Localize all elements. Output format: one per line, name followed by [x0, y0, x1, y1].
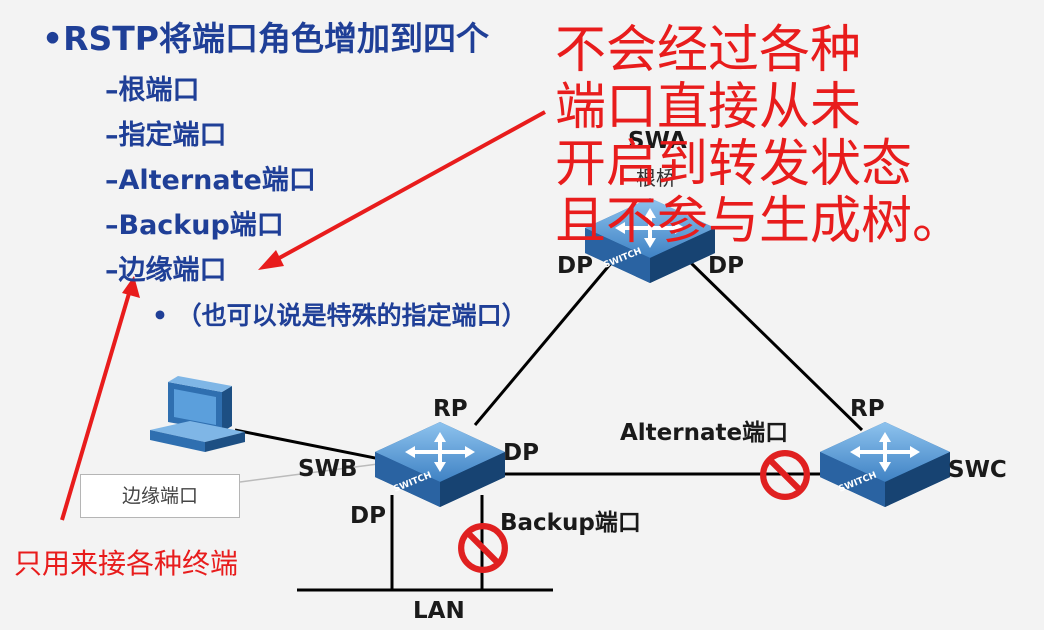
link-pc-swb [234, 428, 386, 462]
bullet-designated-port: –指定端口 [105, 120, 227, 151]
arrow-from-terminal-note [60, 276, 140, 521]
bullet-alternate-port: –Alternate端口 [105, 165, 316, 196]
bullet-root-port: –根端口 [105, 75, 200, 106]
swa-name-label: SWA [628, 128, 687, 154]
red-annotation-line-2: 端口直接从未 [555, 78, 862, 137]
link-swa-swc [688, 260, 864, 432]
link-swa-swb [473, 261, 614, 426]
pc-icon [150, 376, 245, 452]
edge-port-callout-box: 边缘端口 [80, 474, 240, 518]
slide-title: •RSTP将端口角色增加到四个 [42, 19, 489, 58]
arrow-to-edge-port [258, 110, 546, 270]
swb-name-label: SWB [298, 456, 358, 482]
switch-swc [820, 422, 950, 509]
bullet-edge-port: –边缘端口 [105, 255, 227, 286]
edge-port-callout [239, 463, 379, 483]
swb-rp-label: RP [433, 396, 468, 422]
swa-right-dp-label: DP [708, 253, 744, 279]
red-annotation-line-3: 开启到转发状态 [555, 135, 913, 194]
switch-swb [375, 422, 505, 509]
lan-label: LAN [413, 598, 465, 624]
terminal-only-note: 只用来接各种终端 [14, 547, 239, 580]
backup-port-label: Backup端口 [500, 510, 641, 536]
red-annotation-line-1: 不会经过各种 [555, 21, 862, 80]
swc-name-label: SWC [948, 457, 1007, 483]
swc-rp-label: RP [850, 396, 885, 422]
swa-root-bridge-label: 根桥 [636, 166, 676, 190]
swb-dp-bottom-label: DP [350, 503, 386, 529]
bullet-backup-port: –Backup端口 [105, 210, 284, 241]
swb-dp-right-label: DP [503, 440, 539, 466]
red-annotation: 不会经过各种 端口直接从未 开启到转发状态 且不参与生成树。 [555, 22, 963, 250]
sub-bullet-special-designated: • （也可以说是特殊的指定端口） [152, 301, 527, 330]
alternate-port-label: Alternate端口 [620, 420, 789, 446]
red-annotation-line-4: 且不参与生成树。 [555, 192, 964, 251]
swa-left-dp-label: DP [557, 253, 593, 279]
